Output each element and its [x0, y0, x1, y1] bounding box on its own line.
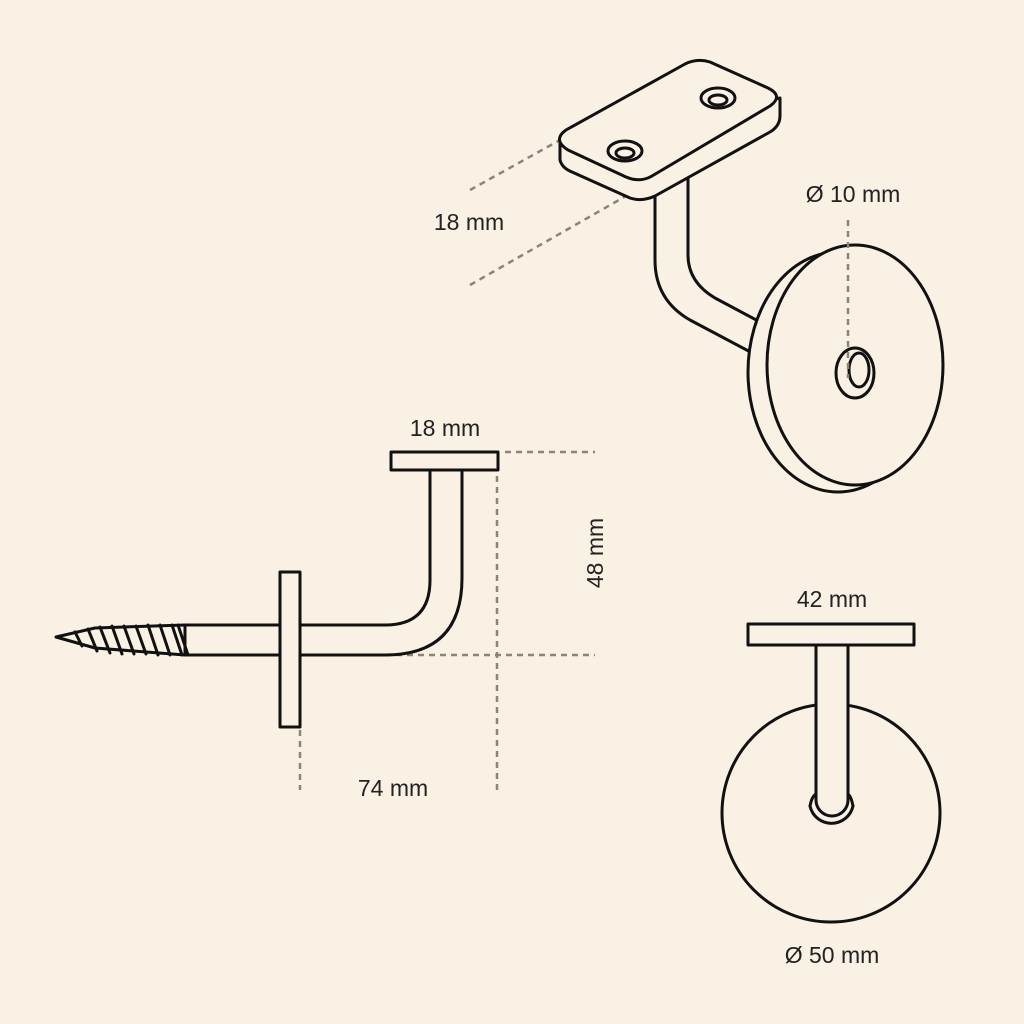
label-height: 48 mm [582, 518, 608, 588]
label-top-plate-width: 18 mm [410, 415, 480, 441]
label-base-diameter: Ø 50 mm [785, 942, 880, 968]
front-top-plate [746, 622, 916, 647]
isometric-view: 18 mm Ø 10 mm [434, 58, 945, 494]
label-top-plate-length: 42 mm [797, 586, 867, 612]
dim-line [469, 186, 641, 287]
label-projection: 74 mm [358, 775, 428, 801]
side-view: 18 mm 48 mm 74 mm [54, 415, 608, 801]
label-plate-thickness: 18 mm [434, 209, 504, 235]
side-arm [298, 468, 464, 657]
front-stem [814, 643, 850, 818]
front-view: 42 mm Ø 50 mm [720, 586, 942, 968]
dim-line [469, 138, 561, 192]
thread-lines [73, 623, 190, 657]
label-hole-diameter: Ø 10 mm [806, 181, 901, 207]
iso-plate-top [558, 58, 778, 182]
screw-shank [183, 623, 282, 657]
side-base-plate [278, 570, 302, 729]
side-top-plate [389, 450, 500, 472]
